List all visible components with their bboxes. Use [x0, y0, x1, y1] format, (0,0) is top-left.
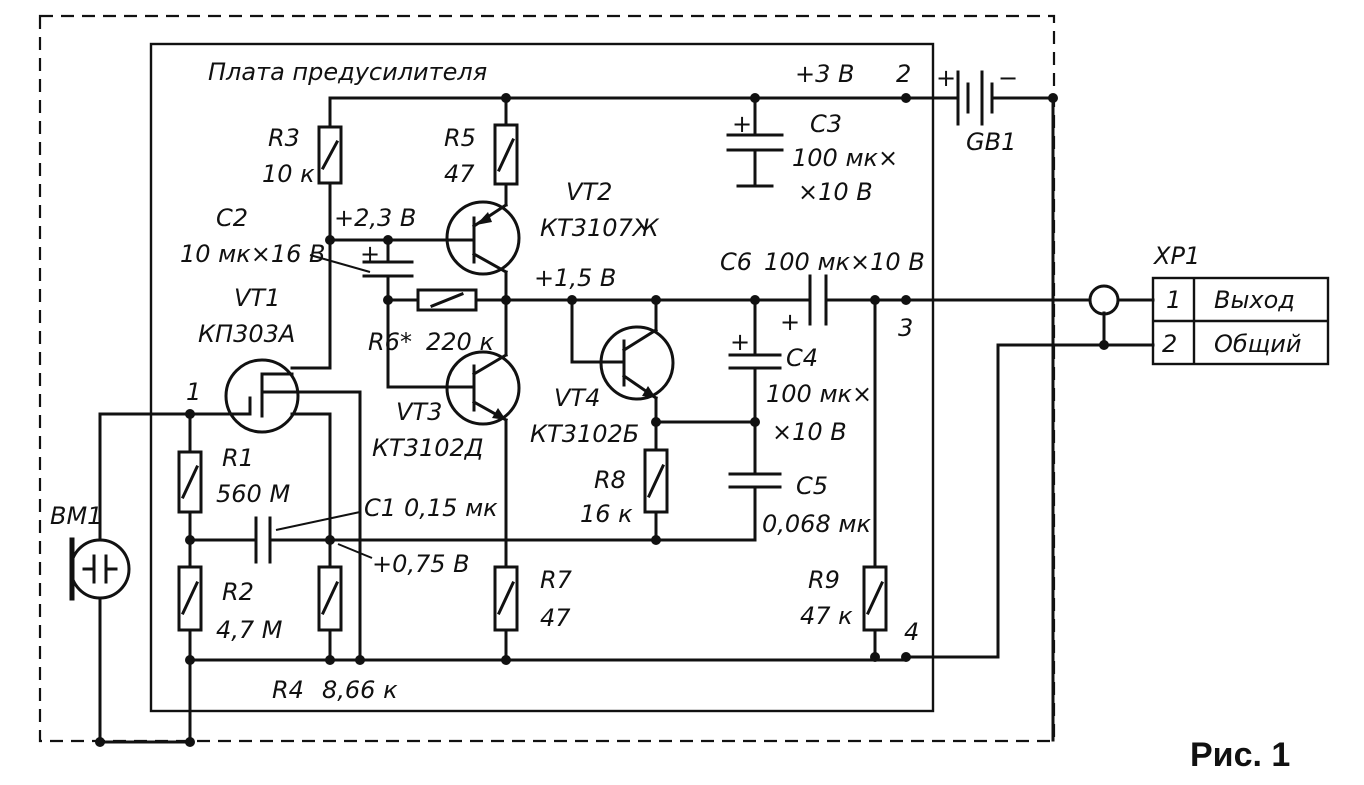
r5-ref: R5 [444, 124, 476, 152]
c2-value: 10 мк×16 В [180, 240, 326, 268]
capacitor-c4 [728, 353, 782, 370]
pin-1-label: 1 [186, 378, 201, 406]
r6-ref: R6* [368, 328, 412, 356]
vt3-ref: VT3 [396, 398, 442, 426]
pin-3-label: 3 [898, 314, 913, 342]
capacitor-c5 [728, 472, 782, 489]
r2-ref: R2 [222, 578, 254, 606]
vt2-part: КТ3107Ж [540, 214, 660, 242]
transistor-vt4 [599, 325, 675, 401]
r6-value: 220 к [426, 328, 494, 356]
r4-ref: R4 [272, 676, 304, 704]
battery-gb1 [940, 70, 997, 126]
junction-dots [95, 93, 1109, 747]
c5-ref: C5 [796, 472, 828, 500]
c3-plus-sign: + [732, 110, 752, 138]
vt3-part: КТ3102Д [372, 434, 484, 462]
r8-ref: R8 [594, 466, 626, 494]
c1-ref: C1 [364, 494, 396, 522]
preamp-board-outline [149, 42, 935, 713]
c4-ref: C4 [786, 344, 818, 372]
c5-value: 0,068 мк [762, 510, 871, 538]
c2-plus-sign: + [360, 240, 380, 268]
resistor-r3 [317, 125, 343, 185]
resistor-r6 [416, 288, 478, 312]
pin-4-label: 4 [904, 618, 919, 646]
c3-value-line1: 100 мк× [792, 144, 898, 172]
c6-value: 100 мк×10 В [764, 248, 925, 276]
vt1-source-voltage: +0,75 В [372, 550, 470, 578]
resistor-r9 [862, 565, 888, 632]
c4-value-line2: ×10 В [772, 418, 847, 446]
xp1-pin-1-num: 1 [1166, 286, 1181, 314]
c1-value: 0,15 мк [404, 494, 498, 522]
vt4-ref: VT4 [554, 384, 600, 412]
xp1-pin-2-num: 2 [1162, 330, 1177, 358]
capacitor-c3 [726, 133, 784, 188]
c4-plus-sign: + [730, 328, 750, 356]
r2-value: 4,7 M [216, 616, 283, 644]
resistor-r1 [177, 450, 203, 514]
c3-ref: C3 [810, 110, 842, 138]
output-node-voltage: +1,5 В [534, 264, 616, 292]
r5-value: 47 [444, 160, 475, 188]
c3-value-line2: ×10 В [798, 178, 873, 206]
c2-ref: C2 [216, 204, 248, 232]
resistor-r4 [317, 565, 343, 632]
vt1-part: КП303А [198, 320, 295, 348]
xp1-ref: XP1 [1152, 242, 1200, 270]
labels: Плата предусилителя +3 В 2 + − GB1 R3 10… [50, 58, 1302, 774]
r3-ref: R3 [268, 124, 300, 152]
battery-minus-sign: − [998, 64, 1018, 92]
r9-value: 47 к [800, 602, 853, 630]
resistor-r5 [493, 123, 519, 186]
r3-value: 10 к [262, 160, 315, 188]
c6-plus-sign: + [780, 308, 800, 336]
capacitor-c6 [808, 274, 828, 326]
vt2-base-voltage: +2,3 В [334, 204, 416, 232]
resistor-r8 [643, 448, 669, 514]
r1-value: 560 M [216, 480, 290, 508]
r7-value: 47 [540, 604, 571, 632]
resistor-r2 [177, 565, 203, 632]
c6-ref: C6 [720, 248, 752, 276]
r1-ref: R1 [222, 444, 254, 472]
battery-plus-sign: + [936, 64, 956, 92]
figure-caption: Рис. 1 [1190, 736, 1290, 774]
vt2-ref: VT2 [566, 178, 612, 206]
vt1-ref: VT1 [234, 284, 280, 312]
vt4-part: КТ3102Б [530, 420, 639, 448]
transistor-vt2 [445, 200, 521, 276]
gb1-ref: GB1 [966, 128, 1016, 156]
r7-ref: R7 [540, 566, 573, 594]
xp1-pin-1-label: Выход [1214, 286, 1295, 314]
board-title: Плата предусилителя [208, 58, 487, 86]
connector-xp1 [1088, 276, 1330, 366]
pin-2-label: 2 [896, 60, 911, 88]
transistor-vt3 [445, 350, 521, 426]
xp1-pin-2-label: Общий [1214, 330, 1302, 358]
bm1-ref: BM1 [50, 502, 102, 530]
microphone-bm1 [69, 537, 131, 601]
r9-ref: R9 [808, 566, 840, 594]
resistor-r7 [493, 565, 519, 632]
transistor-vt1 [224, 358, 332, 434]
c4-value-line1: 100 мк× [766, 380, 872, 408]
capacitor-c1 [254, 516, 272, 564]
capacitor-c2 [362, 260, 414, 278]
supply-voltage-label: +3 В [795, 60, 854, 88]
r4-value: 8,66 к [322, 676, 398, 704]
r8-value: 16 к [580, 500, 633, 528]
